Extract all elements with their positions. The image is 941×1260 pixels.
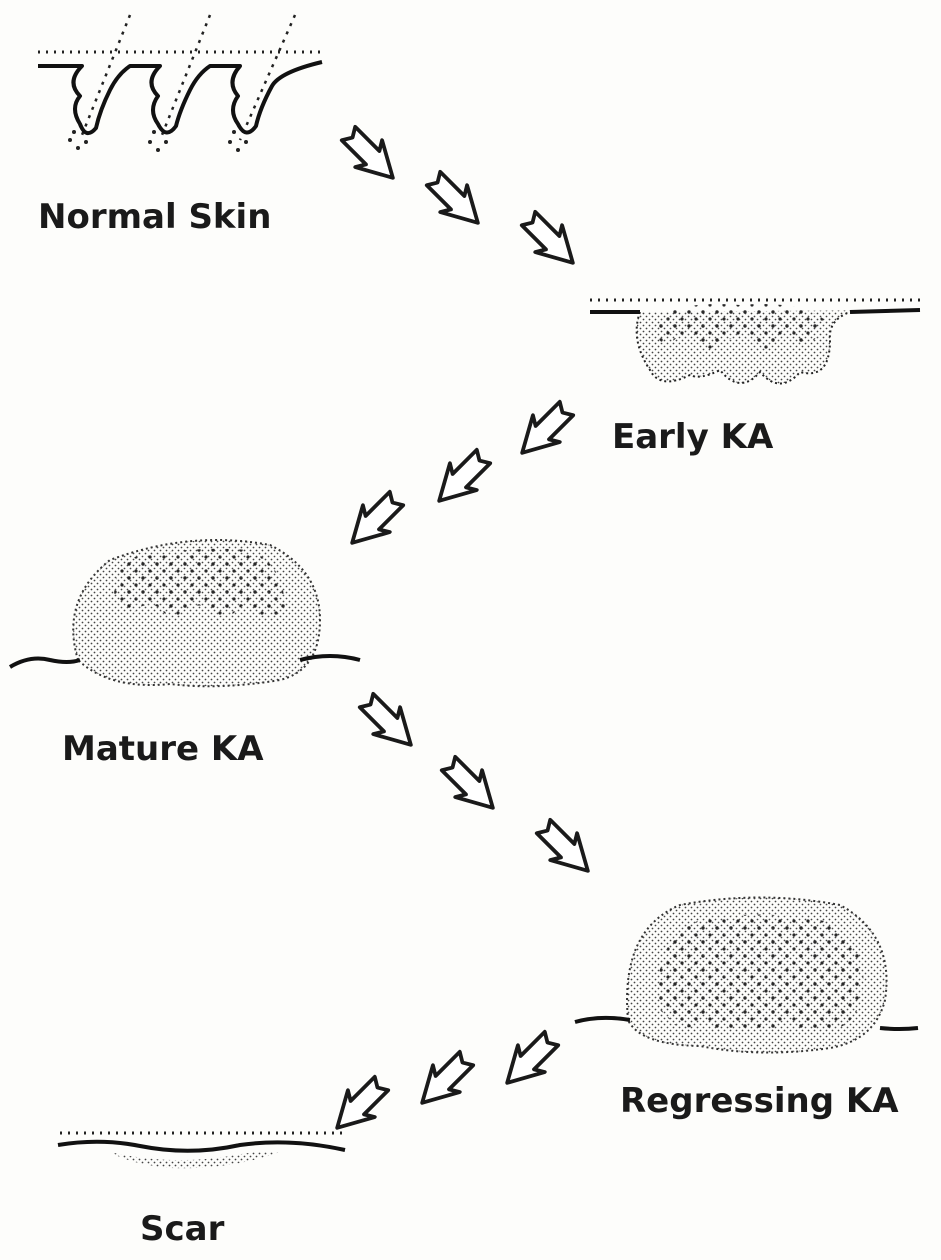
arrow-icon [509, 395, 580, 466]
arrow-icon [426, 443, 497, 514]
label-mature-ka: Mature KA [62, 729, 264, 769]
label-normal-skin: Normal Skin [38, 197, 271, 237]
normal-skin-illustration [38, 15, 322, 152]
arrow-icon [435, 750, 506, 821]
arrow-icon [494, 1025, 565, 1096]
early-ka-illustration [590, 300, 920, 384]
arrow-icon [409, 1045, 480, 1116]
arrow-group-early-to-mature [339, 395, 580, 556]
arrow-icon [530, 813, 601, 884]
arrow-icon [339, 485, 410, 556]
arrow-icon [420, 165, 491, 236]
arrow-icon [353, 687, 424, 758]
arrow-group-mature-to-regressing [353, 687, 601, 884]
regressing-ka-illustration [575, 898, 918, 1053]
arrow-icon [335, 120, 406, 191]
scar-illustration [58, 1133, 345, 1168]
label-scar: Scar [140, 1209, 225, 1249]
arrow-group-regressing-to-scar [324, 1025, 565, 1141]
arrow-icon [515, 205, 586, 276]
label-regressing-ka: Regressing KA [620, 1081, 899, 1121]
mature-ka-illustration [10, 540, 360, 686]
label-early-ka: Early KA [612, 417, 774, 457]
arrow-group-normal-to-early [335, 120, 586, 276]
arrow-icon [324, 1070, 395, 1141]
